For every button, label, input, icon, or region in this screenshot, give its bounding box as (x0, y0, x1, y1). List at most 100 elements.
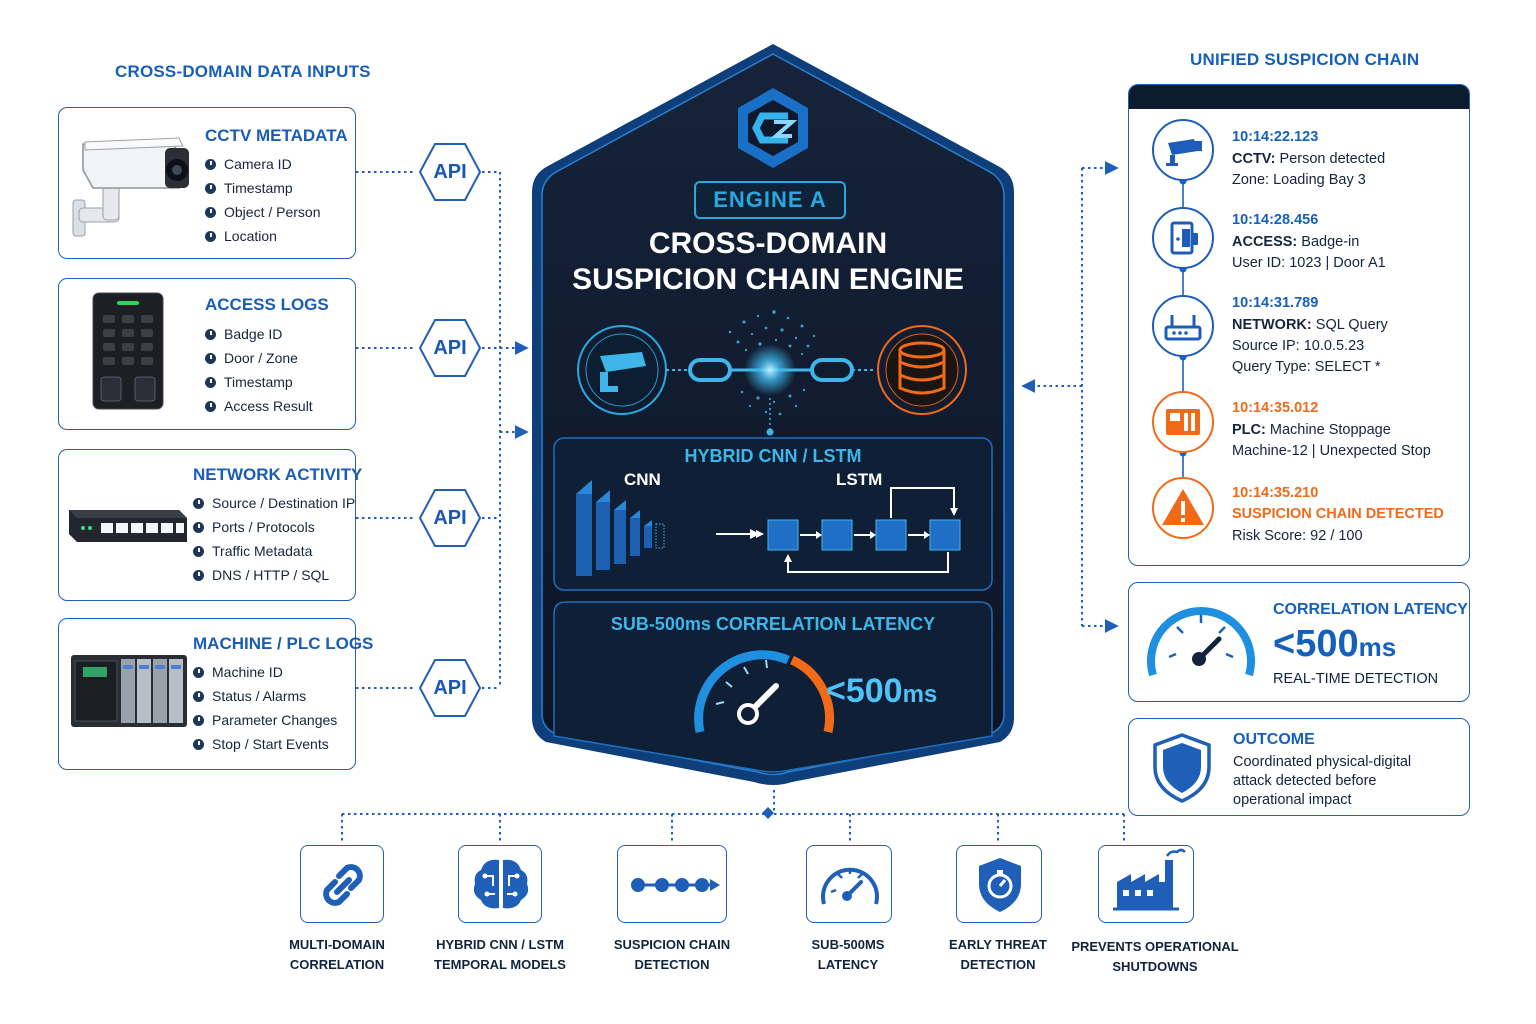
field-item: Stop / Start Events (193, 732, 337, 756)
speedometer-icon (821, 867, 879, 905)
hexagon-icon (418, 143, 482, 201)
latency-card-title: CORRELATION LATENCY (1273, 601, 1468, 618)
node-chain-icon (631, 878, 720, 892)
shield-timer-icon (979, 858, 1021, 912)
engine-latency-value: <500ms (826, 672, 938, 710)
warning-icon (1162, 489, 1204, 525)
clock-bullet-icon (193, 521, 204, 533)
event-description: CCTV: Person detected (1232, 151, 1386, 167)
clock-bullet-icon (205, 206, 216, 218)
field-item: Source / Destination IP (193, 491, 355, 515)
router-icon (1164, 315, 1202, 341)
clock-bullet-icon (205, 352, 216, 364)
field-item: Timestamp (205, 370, 313, 394)
field-item: Traffic Metadata (193, 539, 355, 563)
engine-badge: ENGINE A (713, 187, 827, 212)
feature-multi-domain (300, 845, 384, 923)
clock-bullet-icon (193, 545, 204, 557)
event-time: 10:14:35.012 (1232, 400, 1319, 416)
field-list: Source / Destination IP Ports / Protocol… (193, 491, 355, 587)
input-card-cctv: CCTV METADATA Camera ID Timestamp Object… (58, 107, 356, 259)
card-title: MACHINE / PLC LOGS (193, 634, 374, 653)
engine-title-line1: CROSS-DOMAIN (648, 227, 888, 260)
lstm-cells-graphic (716, 487, 961, 573)
field-list: Machine ID Status / Alarms Parameter Cha… (193, 660, 337, 756)
risk-score: Risk Score: 92 / 100 (1232, 528, 1363, 544)
speedometer-icon (1147, 607, 1255, 677)
shield-icon (1153, 733, 1211, 803)
clock-bullet-icon (193, 738, 204, 750)
database-fusion-node (877, 325, 967, 415)
hexagon-icon (418, 489, 482, 547)
unified-chain-card: 10:14:22.123 CCTV: Person detected Zone:… (1128, 84, 1470, 566)
clock-bullet-icon (193, 690, 204, 702)
alert-headline: SUSPICION CHAIN DETECTED (1232, 506, 1444, 522)
event-description: ACCESS: Badge-in (1232, 234, 1360, 250)
api-label: API (433, 507, 467, 529)
field-item: Access Result (205, 394, 313, 418)
hexagon-icon (418, 659, 482, 717)
outcome-text: Coordinated physical-digital attack dete… (1233, 754, 1412, 808)
clock-bullet-icon (193, 666, 204, 678)
suspicion-chain-engine: ENGINE A CROSS-DOMAIN SUSPICION CHAIN EN… (530, 42, 1016, 790)
clock-bullet-icon (193, 569, 204, 581)
cctv-fusion-node (577, 325, 667, 415)
event-description: PLC: Machine Stoppage (1232, 422, 1391, 438)
feature-latency (806, 845, 892, 923)
feature-suspicion-chain (617, 845, 727, 923)
clock-bullet-icon (205, 230, 216, 242)
event-time: 10:14:28.456 (1232, 212, 1319, 228)
event-detail: Source IP: 10.0.5.23 (1232, 338, 1365, 354)
event-detail: Machine-12 | Unexpected Stop (1232, 443, 1431, 459)
field-item: Machine ID (193, 660, 337, 684)
feature-early-threat (956, 845, 1042, 923)
brain-circuit-icon (473, 859, 529, 909)
input-card-access: ACCESS LOGS Badge ID Door / Zone Timesta… (58, 278, 356, 430)
api-connector-network: API (418, 486, 482, 550)
feature-label: SUB-500msLATENCY (811, 937, 885, 972)
timeline-event-cctv (1152, 119, 1214, 181)
event-description: NETWORK: SQL Query (1232, 317, 1388, 333)
event-detail: Query Type: SELECT * (1232, 359, 1381, 375)
clock-bullet-icon (205, 182, 216, 194)
hexagon-icon (418, 319, 482, 377)
plc-machine-icon (1166, 409, 1200, 435)
field-item: Camera ID (205, 152, 321, 176)
input-card-network: NETWORK ACTIVITY Source / Destination IP… (58, 449, 362, 601)
api-label: API (433, 161, 467, 183)
network-switch-icon (69, 510, 187, 542)
input-card-plc: MACHINE / PLC LOGS Machine ID Status / A… (58, 618, 373, 770)
clock-bullet-icon (205, 400, 216, 412)
outcome-card: OUTCOME Coordinated physical-digital att… (1128, 718, 1470, 816)
timeline-event-alert (1152, 477, 1214, 539)
timeline-event-network (1152, 295, 1214, 357)
event-detail: Zone: Loading Bay 3 (1232, 172, 1366, 188)
chain-section-title: UNIFIED SUSPICION CHAIN (1190, 50, 1420, 69)
factory-icon (1113, 848, 1186, 911)
field-item: Ports / Protocols (193, 515, 355, 539)
card-title: CCTV METADATA (205, 126, 348, 145)
cctv-icon (1166, 139, 1202, 166)
clock-bullet-icon (193, 714, 204, 726)
latency-card-value: <500ms (1273, 623, 1397, 665)
api-label: API (433, 677, 467, 699)
field-item: Parameter Changes (193, 708, 337, 732)
clock-bullet-icon (205, 328, 216, 340)
card-header-bar (1129, 85, 1469, 109)
api-connector-cctv: API (418, 140, 482, 204)
clock-bullet-icon (193, 497, 204, 509)
field-list: Camera ID Timestamp Object / Person Loca… (205, 152, 321, 248)
card-title: NETWORK ACTIVITY (193, 465, 363, 484)
feature-hybrid-models (458, 845, 542, 923)
event-detail: User ID: 1023 | Door A1 (1232, 255, 1386, 271)
latency-title: SUB-500ms CORRELATION LATENCY (610, 614, 936, 634)
keypad-reader-icon (92, 292, 164, 410)
api-connector-plc: API (418, 656, 482, 720)
feature-prevents-shutdowns (1098, 845, 1194, 923)
field-item: Object / Person (205, 200, 321, 224)
correlation-latency-card: CORRELATION LATENCY <500ms REAL-TIME DET… (1128, 582, 1470, 702)
